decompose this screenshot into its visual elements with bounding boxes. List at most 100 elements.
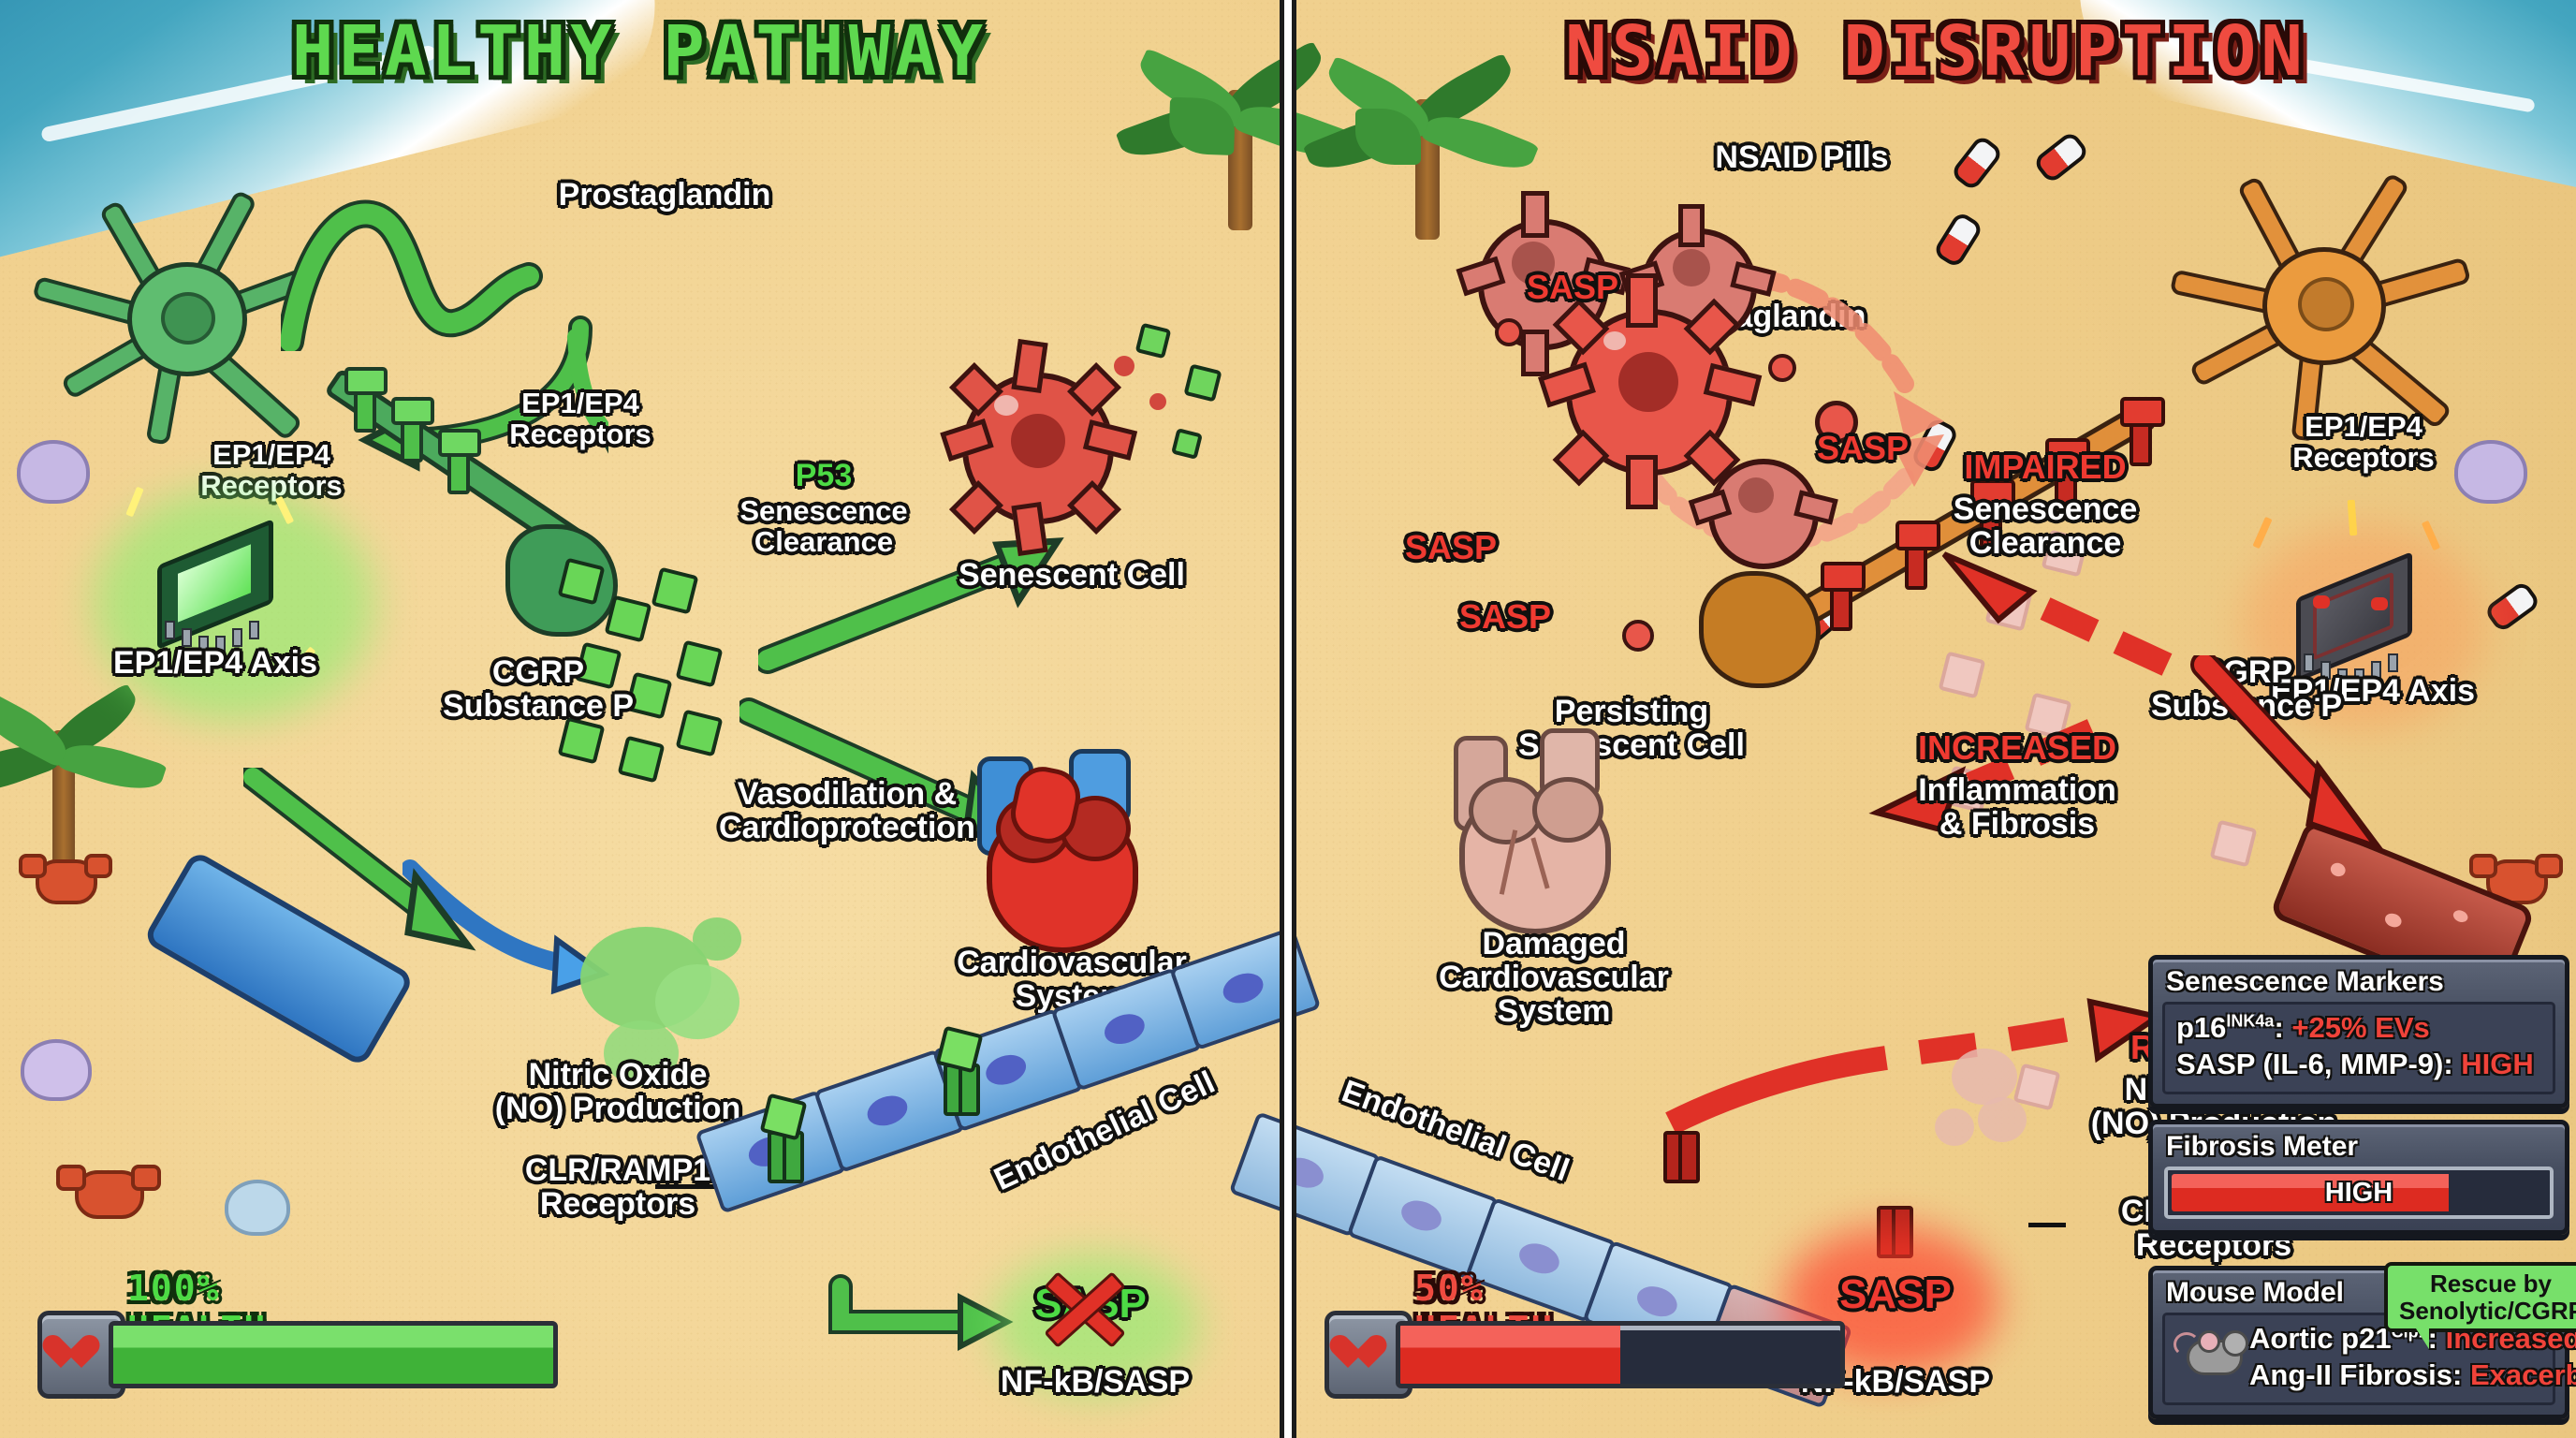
fibrosis-meter-fill	[2172, 1174, 2449, 1211]
heart-icon	[61, 1336, 100, 1372]
cgrp-vesicle	[651, 566, 699, 615]
panel-divider	[1280, 0, 1296, 1438]
palm-tree	[1302, 9, 1554, 243]
spark-orange	[2252, 516, 2273, 550]
axon-terminal-stressed	[1699, 571, 1821, 688]
fibrosis-meter-track: HIGH	[2164, 1167, 2554, 1219]
nitric-oxide-cloud	[604, 1020, 679, 1086]
marker-separator: :	[2443, 1047, 2453, 1080]
label-increased: INCREASED	[1917, 728, 2117, 767]
seashell	[21, 1039, 92, 1101]
mouse-model-name: Aortic p21	[2249, 1322, 2392, 1355]
seashell	[17, 440, 90, 504]
p53-clearance-arrow	[758, 537, 1064, 674]
prostaglandin-wave	[281, 199, 543, 351]
health-bar-track	[1396, 1321, 1845, 1388]
ep-receptor-blocked	[2045, 438, 2090, 507]
label-cardiovascular: Cardiovascular System	[957, 945, 1187, 1015]
reduced-no-arrow	[1665, 998, 2165, 1135]
marker-value: +25% EVs	[2291, 1011, 2430, 1044]
cgrp-vesicle	[617, 735, 666, 784]
healthy-pathway-title-text: HEALTHY PATHWAY	[291, 11, 988, 92]
label-nfkb-left: NF-kB/SASP	[1000, 1364, 1191, 1400]
spark-orange	[2347, 499, 2358, 536]
label-ep-receptors-top: EP1/EP4 Receptors	[509, 387, 651, 450]
clr-ramp1-receptor	[935, 1025, 984, 1116]
ep-receptor	[344, 367, 388, 433]
health-bar-fill	[1400, 1326, 1620, 1384]
palm-tree	[1114, 0, 1357, 234]
label-nitric-oxide-left: Nitric Oxide (NO) Production	[494, 1057, 741, 1127]
label-ep-receptors-right: EP1/EP4 Receptors	[2292, 410, 2435, 474]
sasp-suppression-arrow	[828, 1274, 1014, 1351]
label-sasp-1: SASP	[1526, 268, 1619, 306]
label-nsaid-pills: NSAID Pills	[1715, 139, 1889, 175]
cgrp-to-vessel-arrow	[243, 768, 476, 951]
marker-row: SASP (IL-6, MMP-9): HIGH	[2176, 1047, 2541, 1083]
heart-icon	[1348, 1336, 1387, 1372]
senescence-markers-title: Senescence Markers	[2166, 966, 2444, 997]
label-vasodilation: Vasodilation & Cardioprotection	[719, 776, 975, 846]
persisting-senescent-cell-main	[1538, 273, 1763, 509]
healthy-pathway-title: HEALTHY PATHWAY	[0, 11, 1280, 92]
senescence-markers-panel[interactable]: Senescence Markers p16INK4a: +25% EVs SA…	[2148, 955, 2569, 1108]
sasp-particle	[1815, 401, 1858, 444]
leader-line	[2028, 1223, 2066, 1227]
marker-value: HIGH	[2461, 1047, 2534, 1080]
nsaid-disruption-title: NSAID DISRUPTION	[1296, 11, 2576, 92]
health-bar-fill	[113, 1326, 553, 1384]
fibrosis-meter-panel[interactable]: Fibrosis Meter HIGH	[2148, 1120, 2569, 1235]
fibrosis-meter-value: HIGH	[2324, 1177, 2393, 1208]
ep-receptor-blocked	[1895, 521, 1940, 590]
label-sasp-vessel: SASP	[1839, 1271, 1952, 1317]
ep-receptor-blocked	[1821, 562, 1866, 631]
nsaid-disruption-title-text: NSAID DISRUPTION	[1565, 11, 2307, 92]
marker-name: p16	[2176, 1011, 2227, 1044]
sasp-particle	[1495, 318, 1523, 346]
leader-line	[655, 1184, 717, 1189]
mouse-model-value: Exacerbated	[2469, 1357, 2576, 1391]
debris-fragment	[1114, 356, 1134, 376]
persisting-senescent-cell	[1688, 440, 1838, 580]
debris-fragment	[1149, 393, 1166, 410]
marker-separator: :	[2274, 1011, 2284, 1044]
label-ep-axis-right: EP1/EP4 Axis	[2271, 673, 2475, 709]
cross-out-icon	[1039, 1264, 1126, 1348]
ep-axis-chip	[140, 510, 281, 654]
reduced-no-puff	[1952, 1049, 2017, 1105]
seashell	[225, 1180, 290, 1236]
sasp-particle	[1622, 620, 1654, 652]
ep-receptor	[391, 397, 434, 462]
label-sasp-2: SASP	[1816, 429, 1910, 467]
healthy-heart	[955, 730, 1151, 964]
label-impaired: IMPAIRED	[1964, 448, 2127, 486]
mouse-model-separator: :	[2452, 1357, 2463, 1391]
senescence-markers-body: p16INK4a: +25% EVs SASP (IL-6, MMP-9): H…	[2162, 1002, 2555, 1094]
nitric-oxide-cloud	[693, 917, 741, 961]
ep-receptor-blocked	[2120, 397, 2165, 466]
mouse-model-name: Ang-II Fibrosis	[2249, 1357, 2452, 1391]
clr-ramp1-receptor-damaged	[1656, 1114, 1700, 1183]
label-damaged-cardiovascular: Damaged Cardiovascular System	[1439, 926, 1669, 1030]
sasp-particle	[1768, 354, 1796, 382]
stressed-neuron	[2139, 122, 2532, 496]
clr-ramp1-receptor	[759, 1093, 808, 1183]
fibrosis-meter-title: Fibrosis Meter	[2166, 1131, 2359, 1162]
label-sasp-3: SASP	[1404, 528, 1498, 566]
reduced-no-puff	[1978, 1097, 2027, 1142]
label-sasp-4: SASP	[1458, 597, 1552, 636]
debris-fragment	[1171, 428, 1203, 460]
ep-receptor	[438, 429, 481, 494]
health-bar-track	[109, 1321, 558, 1388]
cgrp-vesicle	[675, 709, 724, 757]
palm-tree	[0, 646, 178, 871]
nsaid-pill	[2031, 129, 2091, 185]
impaired-clearance-arrow	[1941, 551, 2173, 676]
mouse-icon	[2174, 1323, 2248, 1375]
debris-fragment	[1183, 363, 1222, 403]
fibrosis-meter-bar: HIGH	[2172, 1174, 2546, 1211]
label-p53: P53	[795, 458, 853, 493]
crab	[19, 843, 112, 908]
label-increased-body: Inflammation & Fibrosis	[1918, 772, 2116, 843]
cgrp-vesicle	[557, 716, 606, 765]
